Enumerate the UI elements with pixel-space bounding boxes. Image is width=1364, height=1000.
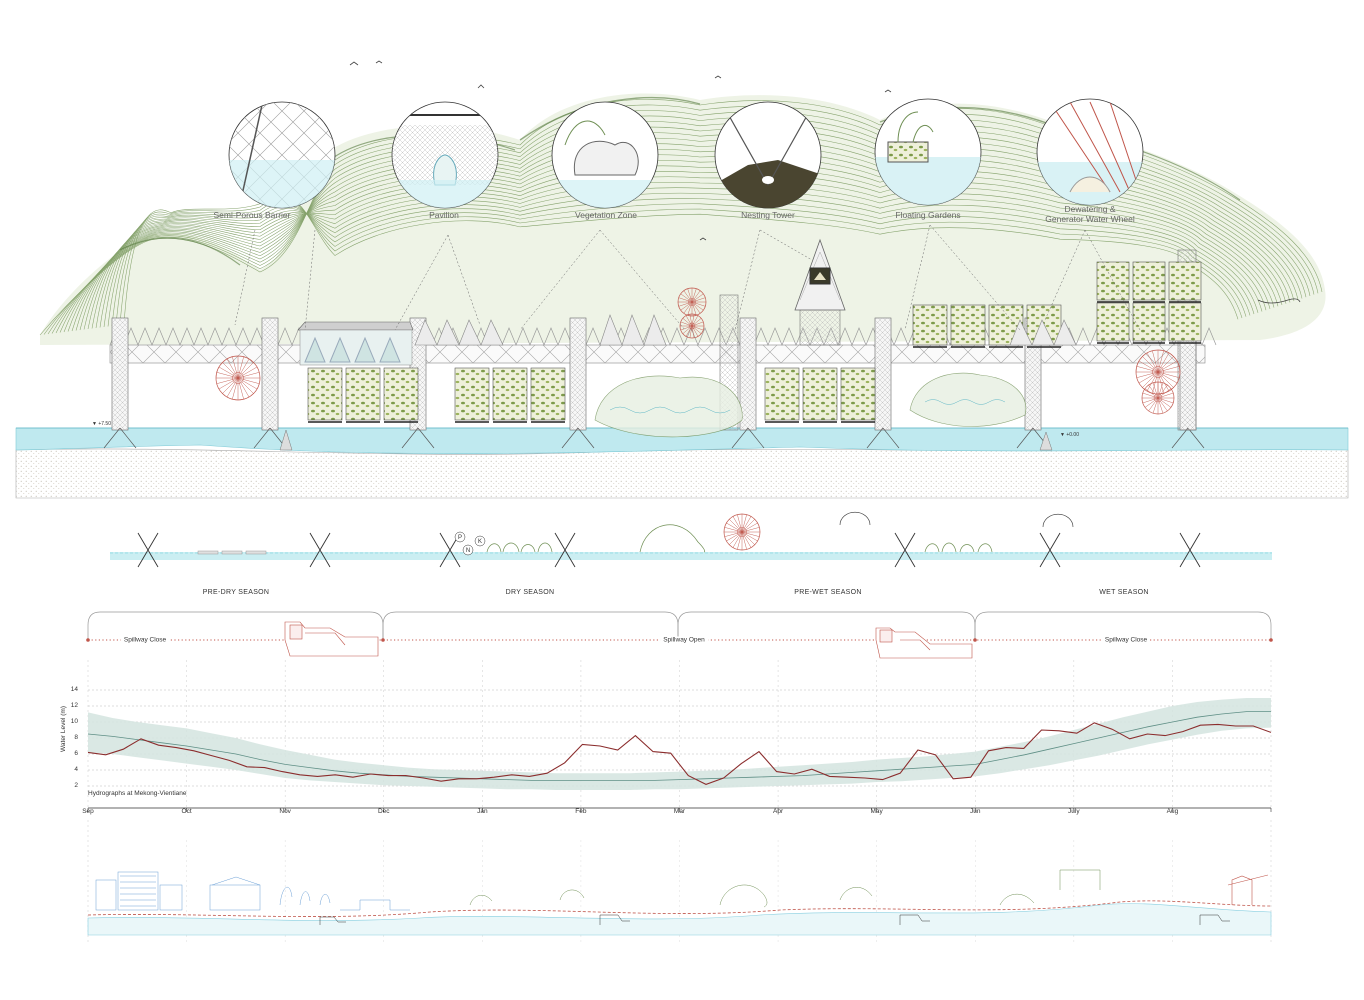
svg-text:P: P (458, 535, 462, 541)
x-tick-label-month: May (870, 808, 883, 815)
label-semi-porous-barrier: Semi-Porous Barrier (213, 210, 291, 220)
riverbed-ground (15, 446, 1349, 499)
season-wet: WET SEASON (1099, 589, 1149, 596)
nesting-tower (794, 238, 846, 346)
detail-circle-pavilion (391, 101, 499, 209)
season-mini-diagrams: P N K (110, 511, 1272, 568)
x-tick-label-month: Apr (773, 808, 784, 815)
mean-water-level-line (87, 711, 1271, 781)
leader-lines (234, 224, 1141, 331)
x-tick-label-month: July (1068, 808, 1080, 815)
x-tick-label-month: Jun (970, 808, 981, 815)
spillway-close-right: Spillway Close (1101, 636, 1151, 644)
landscape-strip (87, 820, 1272, 945)
detail-circle-floating-gardens (874, 98, 982, 206)
label-dewatering-water-wheel: Dewatering & Generator Water Wheel (1045, 204, 1135, 224)
y-tick-label: 6 (74, 750, 78, 757)
y-axis-label: Water Level (m) (60, 706, 67, 752)
y-tick-label: 8 (74, 734, 78, 741)
season-brackets (87, 611, 1272, 640)
vegetation-zone (594, 372, 1027, 438)
y-tick-label: 14 (70, 686, 78, 693)
label-vegetation-zone: Vegetation Zone (575, 210, 637, 220)
normal-range-band (88, 698, 1271, 790)
spillway-open: Spillway Open (660, 636, 708, 644)
y-tick-label: 12 (70, 702, 78, 709)
elevation-marker-right: ▼ +0.00 (1060, 432, 1079, 438)
season-pre-wet: PRE-WET SEASON (794, 589, 862, 596)
svg-text:K: K (478, 539, 482, 545)
water-wheels (215, 287, 1181, 415)
svg-text:N: N (466, 548, 470, 554)
x-tick-label-month: Aug (1166, 808, 1179, 815)
x-tick-label-month: Oct (181, 808, 192, 815)
x-tick-label-month: Nov (279, 808, 291, 815)
elevation-marker-left: ▼ +7.50 (92, 421, 111, 427)
label-floating-gardens: Floating Gardens (895, 210, 961, 220)
hydrograph-title: Hydrographs at Mekong-Vientiane (88, 790, 187, 797)
birds (349, 60, 1301, 304)
floating-gardens (307, 261, 1202, 423)
y-tick-label: 2 (74, 782, 78, 789)
hydrograph-chart (87, 660, 1272, 812)
footings (279, 429, 1053, 451)
river-water (15, 427, 1349, 454)
detail-circle-nesting-tower (714, 101, 822, 209)
x-tick-label-month: Sep (82, 808, 94, 815)
x-tick-label-month: Feb (575, 808, 587, 815)
zigzag-roofs (414, 314, 1077, 346)
spillway-close-left: Spillway Close (120, 636, 170, 644)
observed-water-level-line (87, 722, 1272, 785)
y-tick-label: 4 (74, 766, 78, 773)
label-pavilion: Pavilion (429, 210, 459, 220)
dam-sketches (284, 621, 973, 659)
pavilion (297, 321, 414, 366)
x-tick-label-month: Mar (673, 808, 686, 815)
label-nesting-tower: Nesting Tower (741, 210, 795, 220)
towers (103, 249, 1205, 449)
x-tick-label-month: Dec (377, 808, 390, 815)
season-pre-dry: PRE-DRY SEASON (202, 589, 270, 596)
season-dry: DRY SEASON (505, 589, 555, 596)
x-tick-label-month: Jan (477, 808, 488, 815)
npk-nutrients: P N K (454, 531, 486, 556)
y-tick-label: 10 (70, 718, 78, 725)
